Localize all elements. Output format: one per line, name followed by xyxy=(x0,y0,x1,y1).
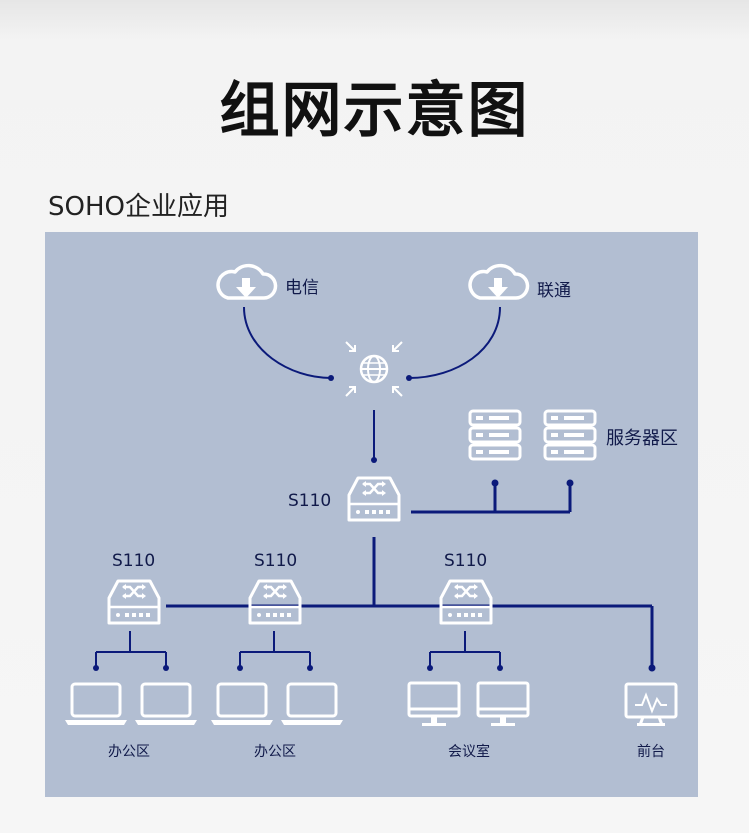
cloud-download-icon-telecom xyxy=(216,263,278,300)
link-branch-office-1 xyxy=(95,631,167,668)
core-switch-label: S110 xyxy=(288,491,331,511)
access-switch-icon-1 xyxy=(107,579,161,625)
server-icon-1 xyxy=(468,409,522,461)
reception-terminal-icon xyxy=(624,682,678,728)
access-switch-label-2: S110 xyxy=(254,551,297,571)
link-core-servers xyxy=(411,483,572,514)
access-switch-label-3: S110 xyxy=(444,551,487,571)
monitor-icon-2 xyxy=(476,681,530,728)
server-icon-2 xyxy=(543,409,597,461)
laptop-icon-2 xyxy=(133,682,199,727)
zone-label-office-1: 办公区 xyxy=(108,744,150,760)
isp-label-unicom: 联通 xyxy=(537,281,571,301)
access-switch-icon-3 xyxy=(439,579,493,625)
access-switch-label-1: S110 xyxy=(112,551,155,571)
page-title: 组网示意图 xyxy=(219,76,530,146)
laptop-icon-4 xyxy=(279,682,345,727)
monitor-icon-1 xyxy=(407,681,461,728)
diagram-panel xyxy=(45,232,698,797)
zone-label-meeting: 会议室 xyxy=(448,743,490,760)
page-subtitle: SOHO企业应用 xyxy=(48,192,229,222)
link-branch-meeting xyxy=(429,631,501,668)
core-switch-icon xyxy=(347,476,401,522)
zone-label-reception: 前台 xyxy=(637,743,665,760)
zone-label-office-2: 办公区 xyxy=(254,744,296,760)
laptop-icon-1 xyxy=(63,682,129,727)
cloud-download-icon-unicom xyxy=(468,263,530,300)
access-switch-icon-2 xyxy=(248,579,302,625)
router-globe-icon xyxy=(345,341,403,397)
link-isp-left xyxy=(243,306,332,379)
isp-label-telecom: 电信 xyxy=(285,278,319,298)
link-branch-office-2 xyxy=(239,631,311,668)
link-isp-right xyxy=(408,306,501,379)
server-zone-label: 服务器区 xyxy=(606,428,678,449)
laptop-icon-3 xyxy=(209,682,275,727)
